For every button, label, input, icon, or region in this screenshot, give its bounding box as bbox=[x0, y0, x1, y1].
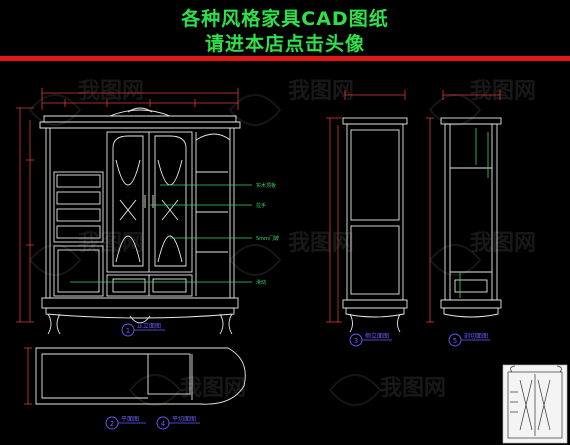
plan-view-label: 平面图 bbox=[121, 416, 139, 423]
callout-top-board: 实木顶板 bbox=[256, 182, 276, 189]
header-red-bar bbox=[0, 56, 570, 61]
watermark-text: 我图网 bbox=[380, 376, 446, 401]
front-view-number: 1 bbox=[126, 327, 130, 335]
plan-section-view-number: 4 bbox=[161, 420, 166, 428]
header-subtitle: 请进本店点击头像 bbox=[204, 33, 365, 55]
side-elevation-label: 侧立面图 bbox=[365, 332, 389, 340]
watermark-text: 我图网 bbox=[470, 231, 536, 256]
section-view-label: 剖切面图 bbox=[464, 332, 488, 340]
callout-pull: 拉手 bbox=[256, 202, 266, 209]
watermark-text: 我图网 bbox=[78, 79, 144, 104]
front-dimensions bbox=[16, 88, 239, 323]
watermark-text: 我图网 bbox=[180, 376, 246, 401]
front-elevation-label: 正立面图 bbox=[137, 322, 161, 330]
section-view: 5 剖切面图 bbox=[426, 90, 502, 347]
watermark-text: 我图网 bbox=[470, 79, 536, 104]
section-view-number: 5 bbox=[453, 337, 457, 345]
watermark-text: 我图网 bbox=[288, 231, 354, 256]
thumbnail-photo bbox=[502, 364, 568, 444]
front-elevation: 实木顶板 拉手 5mm门玻 滑动 1 正立面图 bbox=[16, 88, 279, 337]
watermark-text: 我图网 bbox=[288, 79, 354, 104]
header-title: 各种风格家具CAD图纸 bbox=[181, 8, 389, 30]
callout-sliding: 滑动 bbox=[256, 279, 266, 286]
plan-section-view-label: 平切面图 bbox=[172, 416, 196, 423]
front-leaders bbox=[70, 184, 252, 283]
side-view-number: 3 bbox=[354, 337, 358, 345]
plan-view: 2 平面图 4 平切面图 bbox=[24, 347, 246, 430]
watermark-texts: 我图网 我图网 我图网 我图网 我图网 我图网 我图网 我图网 bbox=[78, 79, 536, 401]
watermark-text: 我图网 bbox=[78, 231, 144, 256]
plan-view-number: 2 bbox=[110, 420, 114, 428]
callout-door-glass: 5mm门玻 bbox=[256, 235, 279, 242]
side-elevation: 3 侧立面图 bbox=[326, 90, 408, 347]
